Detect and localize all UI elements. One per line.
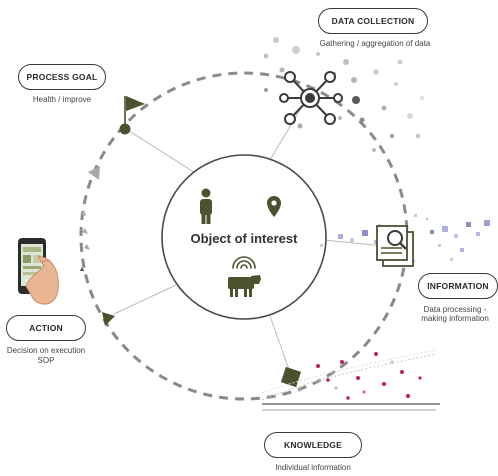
wireless-icon xyxy=(232,256,256,269)
location-pin-icon xyxy=(267,196,281,217)
spokes xyxy=(113,102,384,379)
small-arrow xyxy=(80,267,84,271)
data-collection-caption: Gathering / aggregation of data xyxy=(319,39,431,48)
knowledge-scatter xyxy=(261,349,440,411)
action-label[interactable]: ACTION xyxy=(6,315,86,341)
information-data-squares xyxy=(320,214,490,263)
knowledge-label[interactable]: KNOWLEDGE xyxy=(264,432,362,458)
document-magnifier-icon xyxy=(376,225,414,267)
information-caption-line2: making information xyxy=(421,314,489,323)
cow-icon xyxy=(228,275,261,297)
network-node-icon xyxy=(279,71,343,125)
cycle-arrows xyxy=(80,166,100,250)
data-scatter xyxy=(263,37,424,152)
process-goal-caption: Health / improve xyxy=(32,95,92,104)
flag-icon xyxy=(119,96,145,135)
information-caption-line1: Data processing - xyxy=(423,305,487,314)
process-goal-label[interactable]: PROCESS GOAL xyxy=(18,64,106,90)
center-title: Object of interest xyxy=(190,231,298,246)
person-icon xyxy=(200,188,212,224)
information-label[interactable]: INFORMATION xyxy=(418,273,498,299)
smartphone-hand-icon xyxy=(18,238,59,305)
action-caption-line1: Decision on execution xyxy=(6,346,86,355)
knowledge-node-icon xyxy=(280,366,302,388)
data-collection-label[interactable]: DATA COLLECTION xyxy=(318,8,428,34)
knowledge-caption: Individual information xyxy=(275,463,351,472)
action-arrow-icon xyxy=(102,312,115,326)
action-caption-line2: SOP xyxy=(37,356,55,365)
